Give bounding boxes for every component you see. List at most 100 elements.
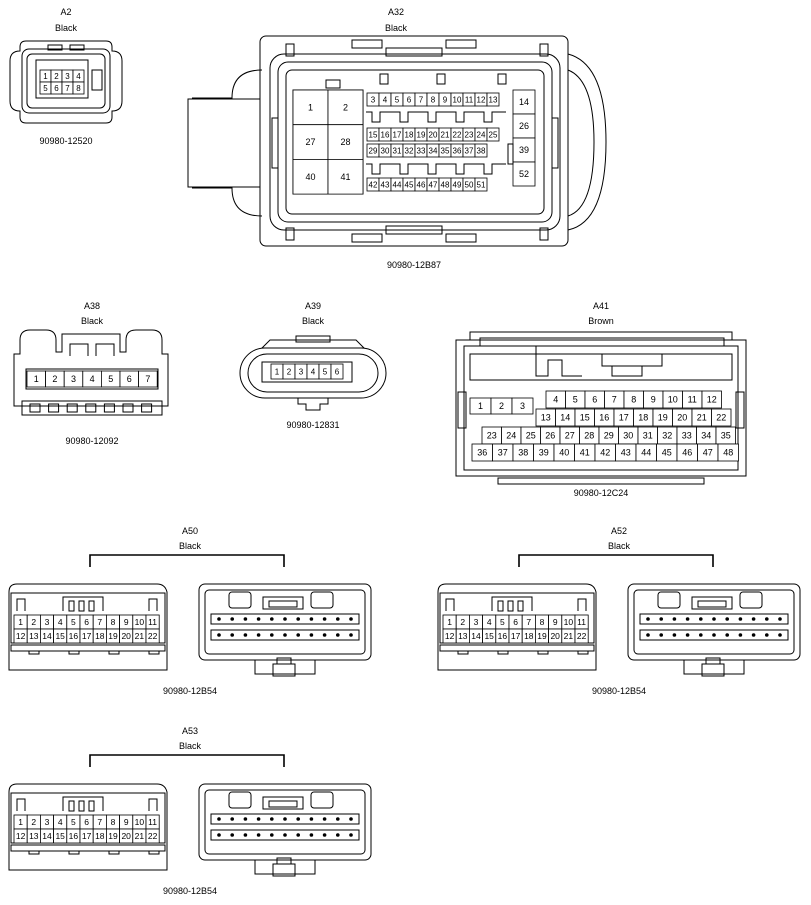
- a41-pin-label: 16: [599, 413, 609, 423]
- a32-pin-label: 46: [417, 180, 426, 189]
- a32-side-pin-label: 52: [519, 169, 529, 179]
- a38-color: Black: [81, 316, 104, 326]
- a32-big-cell: [292, 158, 329, 195]
- a52-terminal-dot: [778, 633, 782, 637]
- a32-pin-label: 8: [431, 95, 436, 104]
- a50-pin-label: 4: [58, 617, 63, 627]
- a52-pin-label: 2: [460, 617, 465, 627]
- a50-pin-label: 20: [121, 631, 131, 641]
- a32-pin-label: 12: [477, 95, 486, 104]
- a32-big-pin-label: 28: [340, 137, 350, 147]
- a52-pin-label: 3: [474, 617, 479, 627]
- a52-pin-label: 17: [511, 631, 521, 641]
- a52-terminal-dot: [685, 617, 690, 621]
- a39-pin-label: 3: [299, 367, 304, 376]
- a50-pin-label: 13: [29, 631, 39, 641]
- a32-big-pin-label: 1: [308, 103, 313, 113]
- a53-pin-label: 11: [148, 817, 157, 827]
- a41-pin-label: 38: [518, 448, 528, 458]
- a52-terminal-dot: [712, 633, 716, 637]
- a52-pin-label: 14: [471, 631, 481, 641]
- a53-terminal-dot: [309, 833, 314, 837]
- a52-terminal-dot: [751, 617, 756, 621]
- a41-pin-label: 26: [545, 431, 555, 441]
- a39-pin-label: 1: [275, 367, 280, 376]
- a53-terminal-dot: [336, 833, 340, 837]
- a41-pin-label: 21: [697, 413, 707, 423]
- a32-big-pin-label: 40: [305, 172, 315, 182]
- a32-pin-label: 29: [369, 146, 378, 155]
- a41-pin-label: 25: [526, 431, 536, 441]
- a52-pin-label: 8: [540, 617, 545, 627]
- a32-pin-label: 24: [477, 130, 486, 139]
- a50-terminal-dot: [336, 617, 340, 621]
- a32-big-pin-label: 27: [305, 137, 315, 147]
- a32-side-cell: [512, 161, 536, 187]
- a32-pin-label: 6: [407, 95, 412, 104]
- a52-terminal-dot: [738, 633, 743, 637]
- a32-pin-label: 23: [465, 130, 474, 139]
- a50-part-number: 90980-12B54: [163, 686, 217, 696]
- a50-color: Black: [179, 541, 202, 551]
- a50-terminal-dot: [230, 633, 234, 637]
- a50-terminal-dot: [349, 633, 353, 637]
- a52-terminal-dot: [751, 633, 756, 637]
- a53-pin-label: 8: [111, 817, 116, 827]
- a41-pin-label: 47: [703, 448, 713, 458]
- a50-bracket: [89, 554, 285, 567]
- a2-color: Black: [55, 23, 78, 33]
- a41-pin-label: 48: [723, 448, 733, 458]
- a52-pin-label: 7: [526, 617, 531, 627]
- a2-name: A2: [60, 7, 71, 17]
- a38-slot: [103, 403, 115, 413]
- a38-slot: [48, 403, 60, 413]
- a32-pin-label: 4: [383, 95, 388, 104]
- a41-pin-label: 42: [600, 448, 610, 458]
- a41-pin-label: 14: [560, 413, 570, 423]
- a52-terminal-dot: [672, 617, 677, 621]
- a53-terminal-dot: [243, 833, 248, 837]
- a39-color: Black: [302, 316, 325, 326]
- a50-pin-label: 9: [124, 617, 129, 627]
- a52-terminal-dot: [725, 633, 729, 637]
- a50-terminal-dot: [256, 617, 261, 621]
- a32-pin-label: 3: [371, 95, 376, 104]
- a32-pin-label: 50: [465, 180, 474, 189]
- a50-pin-label: 7: [97, 617, 102, 627]
- a32-pin-label: 38: [477, 146, 486, 155]
- a53-pin-label: 13: [29, 831, 39, 841]
- a50-terminal-dot: [270, 633, 274, 637]
- a41-color: Brown: [588, 316, 614, 326]
- a53-pin-label: 4: [58, 817, 63, 827]
- a53-terminal-dot: [336, 817, 340, 821]
- a53-pin-label: 21: [135, 831, 145, 841]
- a53-pin-label: 5: [71, 817, 76, 827]
- a32-pin-label: 32: [405, 146, 414, 155]
- a50-pin-label: 11: [148, 617, 157, 627]
- a53-terminal-dot: [217, 833, 221, 837]
- a53-pin-label: 6: [84, 817, 89, 827]
- a50-pin-label: 1: [18, 617, 23, 627]
- a50-pin-label: 18: [95, 631, 105, 641]
- a41-pin-label: 43: [621, 448, 631, 458]
- a38-slot: [66, 403, 78, 413]
- a41-pin-label: 17: [619, 413, 629, 423]
- a38-slot: [85, 403, 97, 413]
- a38-pin-label: 7: [145, 374, 150, 384]
- a41-pin-label: 32: [662, 431, 672, 441]
- a2-pin-label: 5: [43, 84, 48, 93]
- a50-pin-label: 6: [84, 617, 89, 627]
- a41-name: A41: [593, 301, 609, 311]
- a32-pin-label: 47: [429, 180, 438, 189]
- a41-part-number: 90980-12C24: [574, 488, 629, 498]
- a52-pin-label: 9: [553, 617, 558, 627]
- a41-pin-label: 31: [643, 431, 653, 441]
- a41-pin-label: 35: [721, 431, 731, 441]
- a39-cell: [330, 363, 344, 380]
- a53-pin-label: 1: [18, 817, 23, 827]
- a52-pin-label: 1: [447, 617, 452, 627]
- a41-pin-label: 8: [631, 395, 636, 405]
- a53-pin-label: 17: [82, 831, 92, 841]
